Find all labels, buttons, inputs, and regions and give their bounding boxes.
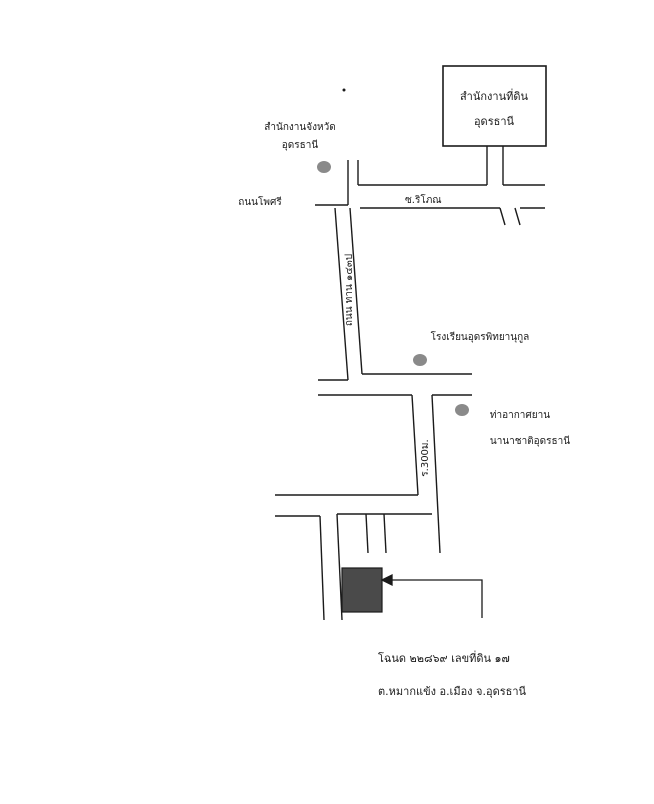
- land-office-label-1: สำนักงานที่ดิน: [460, 88, 529, 103]
- airport-label-2: นานาชาติอุดรธานี: [490, 435, 570, 447]
- arrowhead-icon: [380, 573, 393, 587]
- middle-road: [318, 373, 472, 396]
- school-marker-icon: [413, 354, 427, 366]
- province-hall-marker-icon: [317, 161, 331, 173]
- land-office-label-2: อุดรธานี: [474, 115, 515, 128]
- road-vertical-label: ถนน ทาน ๑๔๓ป: [344, 254, 355, 326]
- deed-line-2: ต.หมากแข้ง อ.เมือง จ.อุดรธานี: [378, 685, 527, 698]
- top-road: [315, 160, 545, 226]
- land-office-connector: [486, 146, 504, 185]
- vertical-road: [334, 207, 363, 381]
- road-west-label: ถนนโพศรี: [238, 195, 282, 208]
- airport-label-1: ท่าอากาศยาน: [490, 410, 550, 421]
- deed-line-1: โฉนด ๒๒๘๖๙ เลขที่ดิน ๑๗: [378, 650, 510, 665]
- airport-marker-icon: [455, 404, 469, 416]
- school-label: โรงเรียนอุดรพิทยานุกูล: [431, 330, 530, 343]
- dot-mark: [342, 88, 346, 92]
- airport: ท่าอากาศยาน นานาชาติอุดรธานี: [455, 404, 570, 447]
- province-hall: สำนักงานจังหวัด อุดรธานี: [264, 122, 336, 173]
- school: โรงเรียนอุดรพิทยานุกูล: [413, 330, 529, 366]
- province-hall-label-2: อุดรธานี: [282, 139, 319, 151]
- land-office-box: [442, 65, 547, 147]
- lower-vertical-road: [411, 394, 441, 554]
- road-top-label: ซ.ริโภณ: [405, 193, 442, 206]
- land-office: สำนักงานที่ดิน อุดรธานี: [442, 65, 547, 147]
- province-hall-label-1: สำนักงานจังหวัด: [264, 122, 335, 133]
- distance-label: ร.300ม.: [420, 439, 431, 476]
- target-land-parcel: [341, 567, 383, 613]
- lower-roads: [275, 494, 432, 621]
- pointer-arrow: [380, 573, 483, 618]
